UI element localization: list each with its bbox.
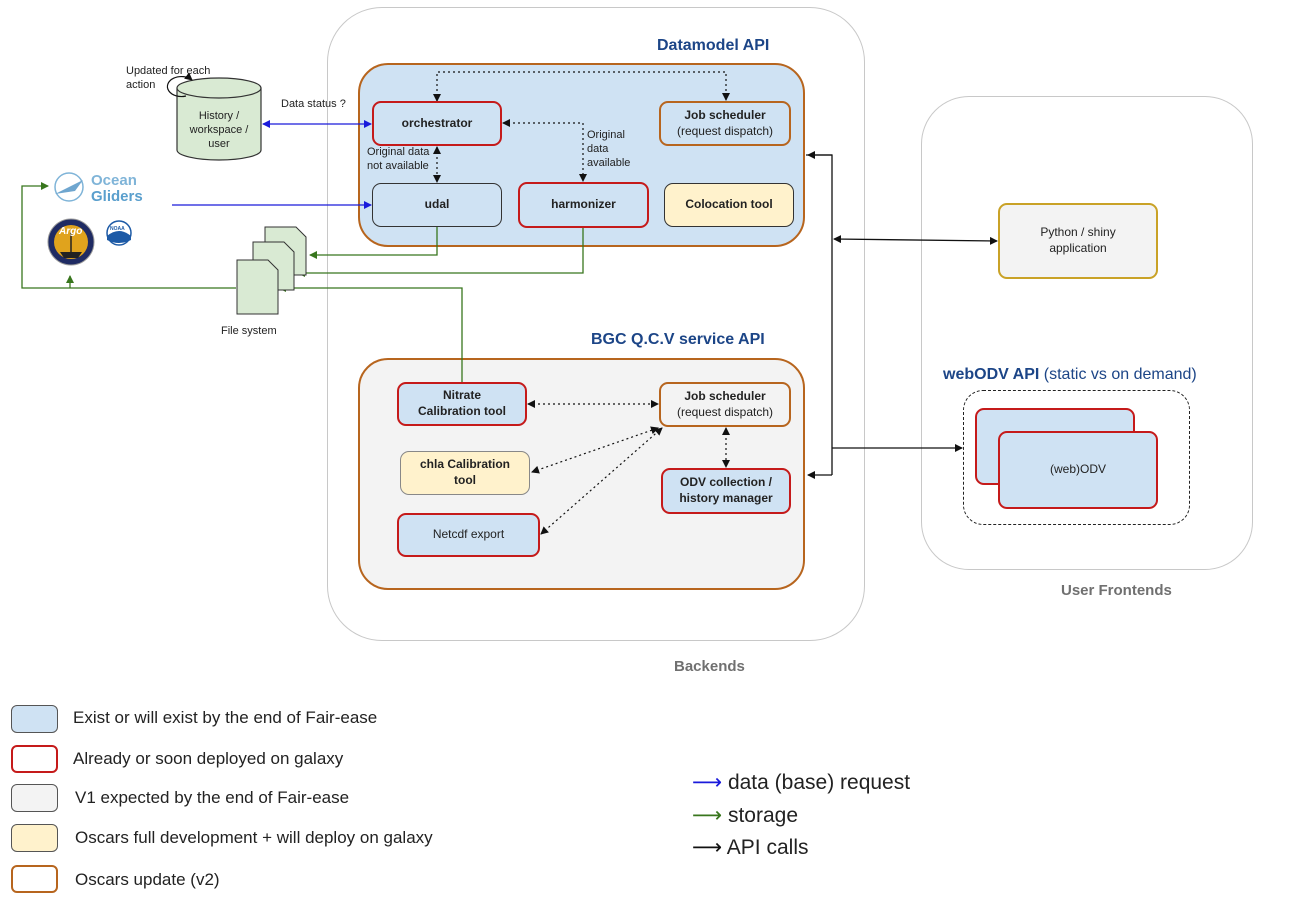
job-scheduler-box[interactable]: Job scheduler (request dispatch) (659, 101, 791, 146)
harmonizer-storage-arrow (297, 227, 584, 277)
orchestrator-harmonizer-dotted (502, 119, 587, 182)
netcdf-label: Netcdf export (432, 527, 505, 542)
nitrate-label: Nitrate Calibration tool (418, 388, 506, 418)
nitrate-storage-arrow (278, 284, 463, 382)
green-arrow-icon: ⟶ (692, 804, 723, 827)
legend-text-update: Oscars update (v2) (75, 870, 220, 889)
job-scheduler-title: Job scheduler (684, 107, 766, 122)
legend-text-oscars: Oscars full development + will deploy on… (75, 828, 433, 847)
netcdf-export-box[interactable]: Netcdf export (397, 513, 540, 557)
file-system-label: File system (221, 325, 277, 337)
history-cylinder (176, 77, 262, 161)
bgc-job-scheduler-title: Job scheduler (684, 388, 766, 403)
api-bus-top (806, 154, 833, 448)
odv-collection-box[interactable]: ODV collection / history manager (661, 468, 791, 514)
argo-logo (47, 218, 95, 266)
legend-text-galaxy: Already or soon deployed on galaxy (73, 749, 344, 768)
original-data-available-label: Original data available (587, 129, 631, 169)
noaa-logo (106, 220, 132, 246)
chla-calibration-box[interactable]: chla Calibration tool (400, 451, 530, 495)
legend-swatch-oscars (11, 824, 58, 852)
history-label: History / workspace / user (189, 110, 249, 150)
gliders-text: Gliders (91, 188, 143, 205)
webodv-box[interactable]: (web)ODV (998, 431, 1158, 509)
arrow-legend-api-calls-text: API calls (726, 836, 809, 859)
orchestrator-box[interactable]: orchestrator (372, 101, 502, 146)
legend-swatch-exist (11, 705, 58, 733)
argo-text: Argo (59, 226, 83, 237)
webodv-dashed-group (963, 390, 1190, 525)
ocean-gliders-text: Ocean Gliders (91, 173, 143, 205)
backends-label: Backends (674, 658, 745, 675)
harmonizer-label: harmonizer (551, 197, 616, 212)
udal-storage-arrow (309, 227, 438, 259)
history-loop-arrow (166, 72, 193, 98)
nitrate-calibration-box[interactable]: Nitrate Calibration tool (397, 382, 527, 426)
file-system-icon (236, 226, 307, 315)
bus-shiny-arrow (833, 235, 998, 245)
arrow-legend-api-calls: ⟶ API calls (692, 835, 809, 860)
bgc-api-title: BGC Q.C.V service API (591, 331, 765, 348)
black-arrow-icon: ⟶ (692, 836, 723, 859)
data-status-label: Data status ? (281, 98, 346, 110)
arrow-legend-storage: ⟶ storage (692, 803, 798, 828)
python-shiny-box[interactable]: Python / shiny application (998, 203, 1158, 279)
colocation-tool-box[interactable]: Colocation tool (664, 183, 794, 227)
legend-swatch-v1 (11, 784, 58, 812)
legend-swatch-galaxy (11, 745, 58, 773)
blue-arrow-icon: ⟶ (692, 771, 723, 794)
legend-swatch-update (11, 865, 58, 893)
odv-collection-label: ODV collection / history manager (679, 475, 773, 505)
python-shiny-label: Python / shiny application (1040, 225, 1116, 255)
ocean-text: Ocean (91, 172, 137, 189)
arrow-legend-data-request-text: data (base) request (727, 771, 911, 794)
chla-label: chla Calibration tool (419, 457, 511, 487)
chla-jobscheduler-dotted (531, 426, 659, 474)
user-frontends-label: User Frontends (1061, 582, 1172, 599)
updated-each-action-label: Updated for each action (126, 65, 211, 91)
webodv-label: (web)ODV (1049, 462, 1106, 477)
datamodel-api-title: Datamodel API (657, 37, 770, 54)
webodv-title: webODV API (943, 366, 1040, 383)
colocation-label: Colocation tool (685, 197, 773, 212)
orchestrator-label: orchestrator (401, 115, 473, 130)
original-data-not-available-label: Original data not available (367, 146, 430, 172)
job-scheduler-sub: (request dispatch) (676, 123, 774, 138)
orchestrator-jobscheduler-dotted (433, 71, 730, 102)
legend-text-v1: V1 expected by the end of Fair-ease (75, 788, 350, 807)
bgc-job-scheduler-box[interactable]: Job scheduler (request dispatch) (659, 382, 791, 427)
udal-label: udal (424, 197, 450, 212)
harmonizer-box[interactable]: harmonizer (518, 182, 649, 228)
filesystem-gliders-arrow (21, 182, 236, 289)
arrow-legend-data-request: ⟶ data (base) request (692, 770, 910, 795)
legend-text-exist: Exist or will exist by the end of Fair-e… (73, 708, 378, 727)
webodv-sub: (static vs on demand) (1043, 366, 1197, 383)
bgc-job-scheduler-sub: (request dispatch) (676, 404, 774, 419)
ocean-gliders-logo (54, 172, 84, 202)
netcdf-jobscheduler-dotted (540, 427, 663, 535)
webodv-api-title: webODV API (static vs on demand) (943, 366, 1197, 384)
udal-box[interactable]: udal (372, 183, 502, 227)
noaa-text: NOAA (110, 226, 125, 232)
arrow-legend-storage-text: storage (727, 804, 798, 827)
